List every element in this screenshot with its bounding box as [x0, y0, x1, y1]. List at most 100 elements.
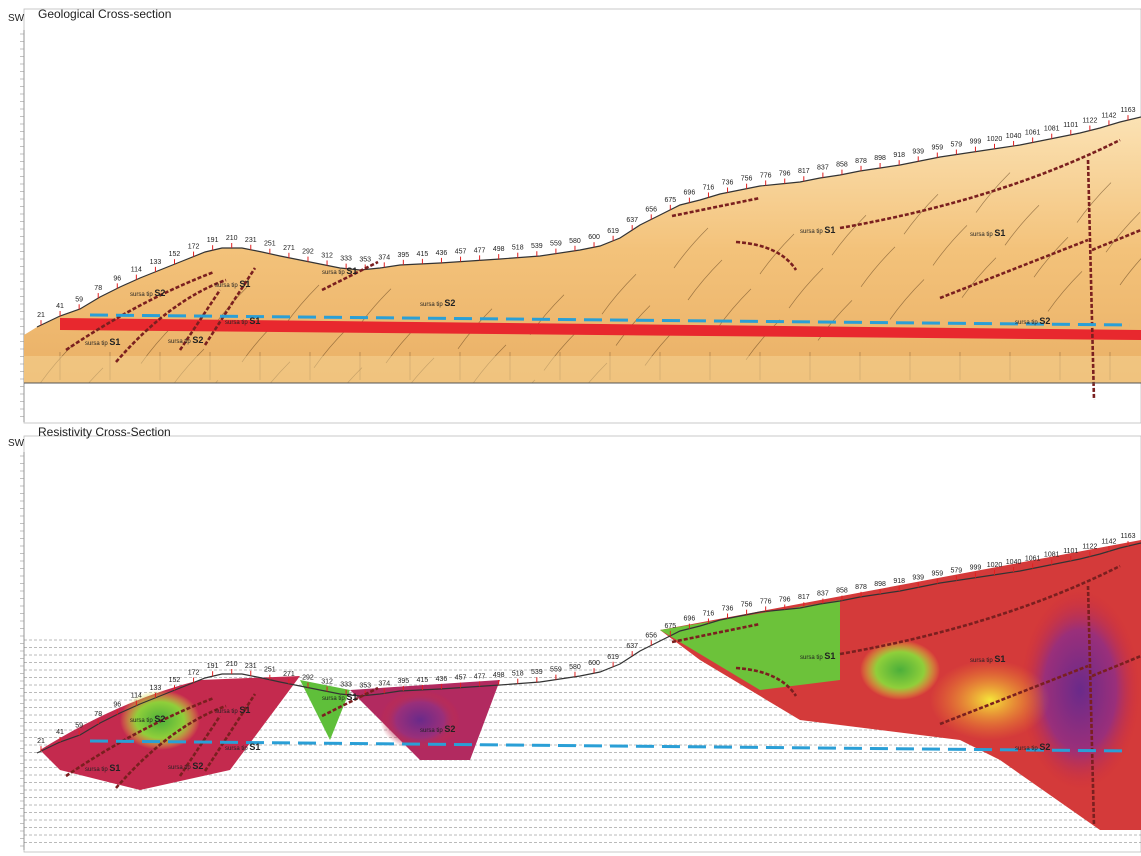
fault-line — [839, 138, 1121, 230]
station-label: 559 — [550, 667, 562, 674]
station-label: 656 — [645, 206, 657, 213]
source-label: sursa tip S1 — [85, 337, 120, 347]
station-label: 395 — [397, 252, 409, 259]
station-label: 918 — [893, 578, 905, 585]
station-label: 59 — [75, 296, 83, 303]
station-label: 353 — [359, 256, 371, 263]
station-label: 756 — [741, 602, 753, 609]
station-label: 152 — [169, 677, 181, 684]
station-label: 436 — [436, 250, 448, 257]
station-label: 21 — [37, 312, 45, 319]
orientation-label-top: SW — [8, 13, 25, 24]
resistivity-body-mid — [300, 680, 350, 740]
station-label: 637 — [626, 217, 638, 224]
station-label: 292 — [302, 675, 314, 682]
station-label: 579 — [951, 142, 963, 149]
bedding-stroke — [903, 193, 939, 235]
bedding-stroke — [831, 214, 867, 256]
source-label: sursa tip S1 — [85, 763, 120, 773]
station-label: 559 — [550, 241, 562, 248]
bedding-stroke — [759, 233, 795, 275]
station-label: 580 — [569, 238, 581, 245]
fault-line — [203, 267, 257, 346]
bedding-stroke — [961, 257, 997, 298]
fault-line — [178, 289, 222, 351]
source-labels: sursa tip S2 sursa tip S1 sursa tip S1 surs… — [85, 651, 1050, 773]
station-label: 999 — [970, 139, 982, 146]
bedding-stroke — [601, 273, 637, 315]
station-label: 41 — [56, 303, 64, 310]
fault-line — [1086, 159, 1096, 401]
source-labels: sursa tip S2 sursa tip S1 sursa tip S1 surs… — [85, 225, 1050, 347]
station-label: 333 — [340, 682, 352, 689]
station-label: 498 — [493, 246, 505, 253]
fault-line — [839, 564, 1121, 656]
station-label: 415 — [417, 251, 429, 258]
orientation-label-bottom: SW — [8, 438, 25, 449]
bedding-stroke — [860, 246, 896, 288]
station-label: 837 — [817, 591, 829, 598]
station-label: 21 — [37, 738, 45, 745]
station-label: 858 — [836, 162, 848, 169]
geological-title: Geological Cross-section — [38, 7, 171, 21]
station-label: 133 — [150, 685, 162, 692]
resistivity-low-zone — [660, 600, 840, 690]
fault-line — [321, 686, 379, 718]
fault-lines — [65, 138, 1141, 401]
station-label: 999 — [970, 565, 982, 572]
fault-line — [671, 196, 761, 218]
source-label: sursa tip S2 — [420, 298, 455, 308]
station-label: 696 — [684, 190, 696, 197]
station-label: 796 — [779, 597, 791, 604]
source-label: sursa tip S2 — [130, 714, 165, 724]
station-label: 251 — [264, 241, 276, 248]
source-label: sursa tip S2 — [1015, 742, 1050, 752]
source-label: sursa tip S1 — [970, 228, 1005, 238]
station-label: 1101 — [1063, 548, 1078, 555]
station-label: 619 — [607, 654, 619, 661]
station-label: 878 — [855, 158, 867, 165]
resistivity-title: Resistivity Cross-Section — [38, 425, 171, 439]
station-label: 477 — [474, 673, 486, 680]
station-label: 1101 — [1063, 122, 1078, 129]
station-label: 457 — [455, 675, 467, 682]
fault-line — [321, 260, 379, 292]
station-label: 78 — [94, 711, 102, 718]
station-label: 878 — [855, 584, 867, 591]
water-table-line — [89, 313, 1131, 327]
bedding-strokes — [24, 172, 1141, 383]
fault-line — [939, 238, 1089, 300]
station-label: 736 — [722, 605, 734, 612]
station-label: 939 — [912, 148, 924, 155]
source-label: sursa tip S1 — [215, 705, 250, 715]
station-label: 333 — [340, 256, 352, 263]
station-label: 1081 — [1044, 126, 1060, 133]
station-label: 133 — [150, 259, 162, 266]
topography-line — [36, 116, 1141, 328]
station-label: 114 — [131, 693, 142, 700]
station-label: 395 — [397, 678, 409, 685]
station-label: 78 — [94, 285, 102, 292]
station-label: 1163 — [1120, 533, 1135, 540]
station-label: 353 — [359, 682, 371, 689]
fault-line — [115, 704, 227, 789]
station-label: 1061 — [1025, 555, 1041, 562]
source-label: sursa tip S1 — [225, 316, 260, 326]
bedding-stroke — [673, 227, 709, 269]
station-label: 251 — [264, 667, 276, 674]
station-label: 436 — [436, 676, 448, 683]
bedding-stroke — [1105, 211, 1141, 253]
station-label: 776 — [760, 598, 772, 605]
station-label: 96 — [113, 275, 121, 282]
station-label: 959 — [931, 145, 943, 152]
station-label: 579 — [951, 568, 963, 575]
station-label: 1163 — [1120, 107, 1135, 114]
source-label: sursa tip S1 — [800, 651, 835, 661]
fault-line — [1086, 585, 1096, 827]
fault-line — [65, 270, 215, 352]
bedding-stroke — [1004, 205, 1040, 246]
station-label: 817 — [798, 168, 810, 175]
water-table — [89, 313, 1131, 327]
station-label: 600 — [588, 660, 600, 667]
